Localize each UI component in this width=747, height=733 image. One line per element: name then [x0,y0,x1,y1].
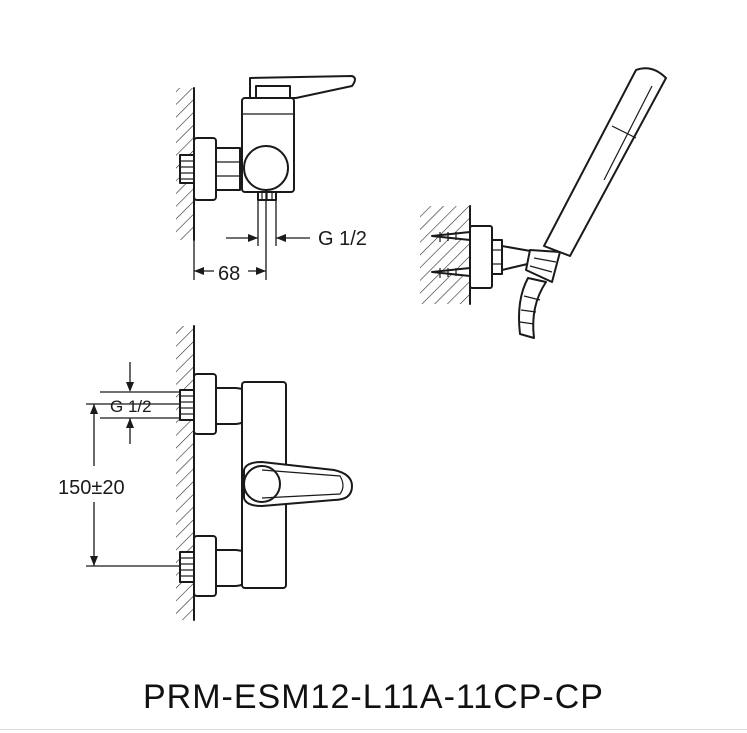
top-width-label: 68 [218,263,240,285]
front-lower-flange [193,535,217,597]
hs-handle [543,67,667,257]
center-distance-label: 150±20 [58,477,125,499]
front-view: G 1/2 150±20 [58,325,353,621]
front-thread-label: G 1/2 [110,397,152,416]
hs-bracket-plate [469,225,493,289]
hs-wall-hatch [420,206,470,304]
top-nut [215,147,241,191]
front-lever-hub [243,465,281,503]
top-diverter [243,145,289,191]
hand-shower-view [420,67,667,339]
top-flange [193,137,217,201]
hs-screw-bottom [431,267,471,277]
top-view: G 1/2 68 [176,75,367,285]
model-code: PRM-ESM12-L11A-11CP-CP [143,678,604,716]
front-upper-flange [193,373,217,435]
hs-hose [518,277,547,339]
top-thread-stub [179,154,195,184]
hs-screw-top [431,231,471,241]
bottom-divider [0,729,747,730]
top-thread-label: G 1/2 [318,228,367,250]
